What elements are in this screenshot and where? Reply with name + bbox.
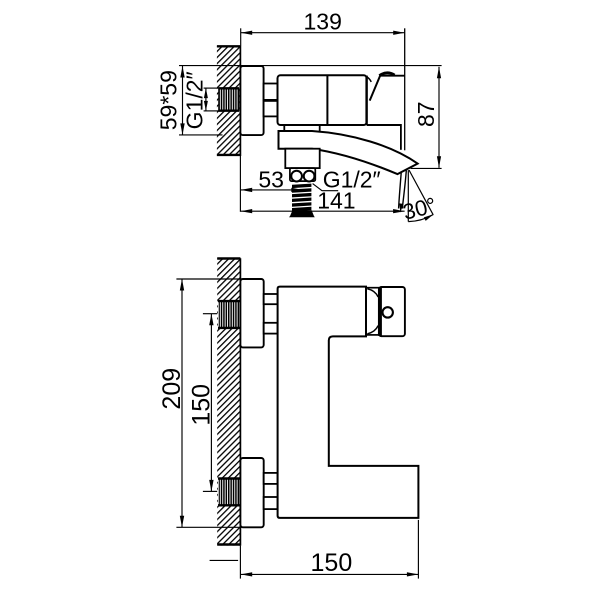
- svg-text:150: 150: [311, 549, 353, 577]
- svg-text:150: 150: [187, 384, 215, 426]
- svg-text:139: 139: [304, 9, 342, 35]
- svg-text:53: 53: [258, 166, 284, 192]
- svg-text:G1/2″: G1/2″: [182, 71, 208, 129]
- svg-text:59*59: 59*59: [156, 70, 182, 130]
- svg-text:141: 141: [317, 188, 355, 214]
- svg-text:G1/2″: G1/2″: [323, 167, 381, 193]
- svg-text:87: 87: [413, 101, 439, 127]
- svg-text:209: 209: [158, 368, 186, 410]
